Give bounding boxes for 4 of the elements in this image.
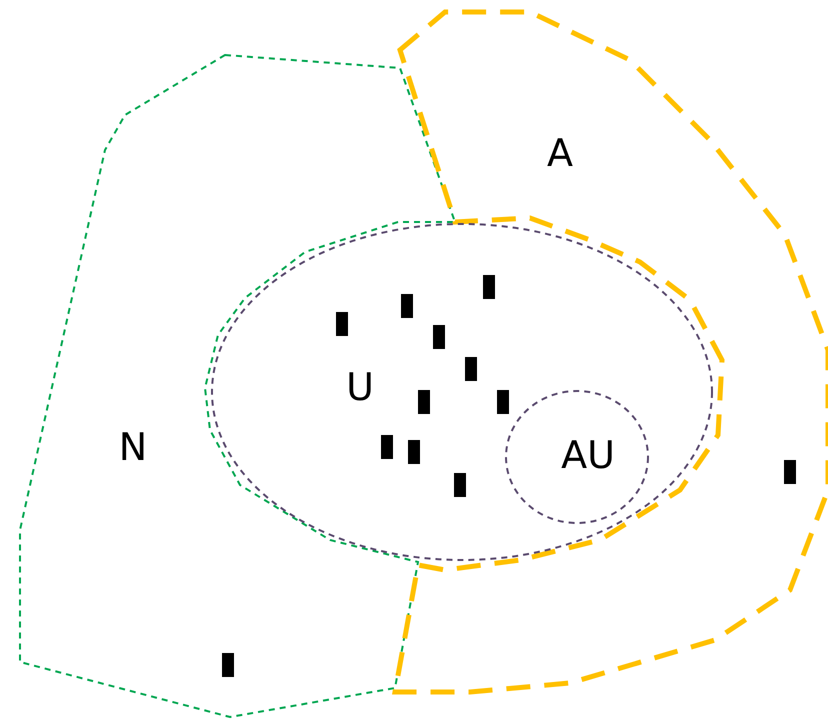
region-label: U <box>346 368 374 406</box>
region-label: N <box>118 428 148 466</box>
region-label: AU <box>561 436 615 474</box>
region-label: A <box>547 134 573 172</box>
